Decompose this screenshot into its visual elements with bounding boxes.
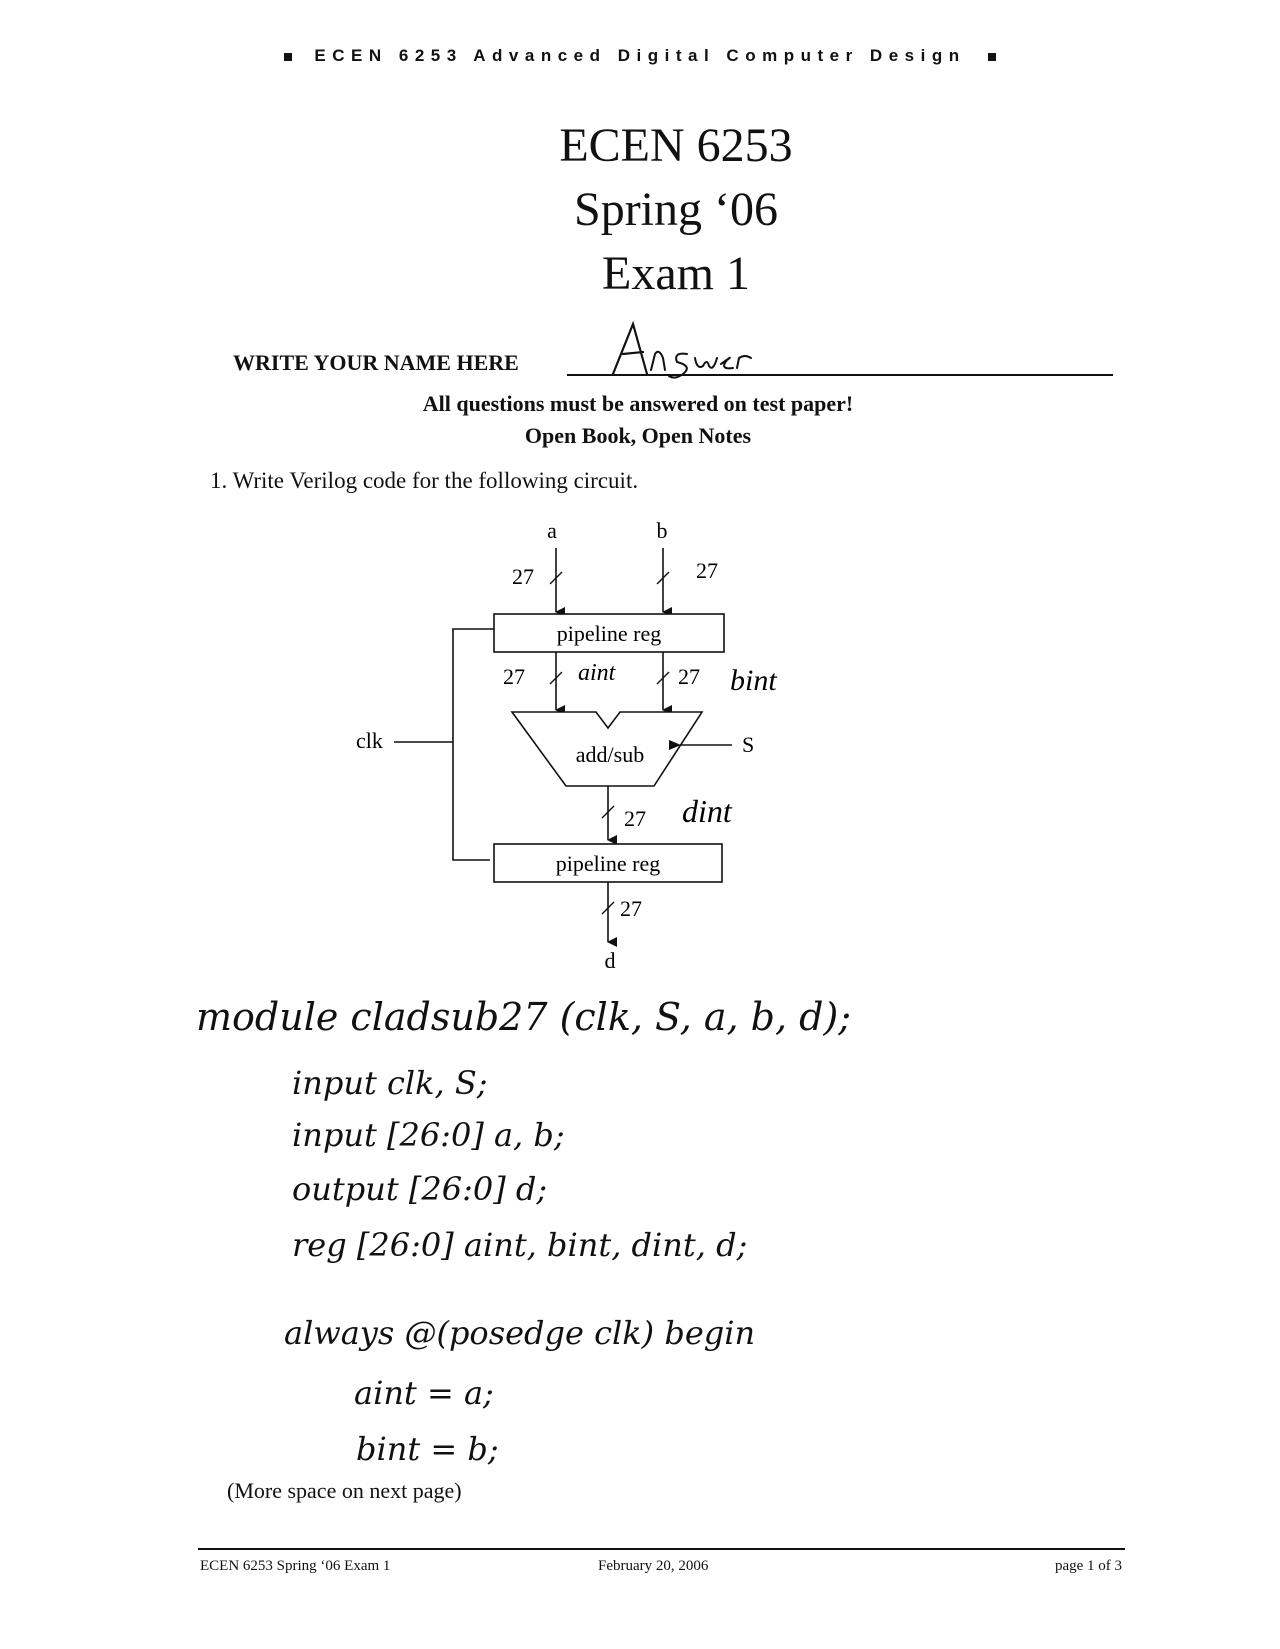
bus-slash-bint	[656, 671, 670, 685]
square-bullet-icon	[987, 52, 996, 61]
footer-date: February 20, 2006	[598, 1558, 709, 1574]
term-title: Spring ‘06	[574, 183, 778, 236]
input-a-label: a	[547, 518, 557, 543]
name-underline	[567, 374, 1113, 376]
pipeline-reg-top-label: pipeline reg	[557, 621, 661, 646]
width-a-label: 27	[512, 564, 534, 589]
width-aint-label: 27	[503, 664, 525, 689]
answer-line-8: bint = b;	[356, 1430, 499, 1468]
header-banner: ECEN 6253 Advanced Digital Computer Desi…	[0, 46, 1280, 66]
bus-slash-d	[601, 901, 615, 915]
footer-page-number: page 1 of 3	[1054, 1558, 1122, 1574]
pipeline-reg-bottom-label: pipeline reg	[556, 851, 660, 876]
name-label: WRITE YOUR NAME HERE	[233, 350, 519, 375]
bint-label: bint	[730, 664, 777, 697]
course-title: ECEN 6253	[559, 119, 793, 172]
name-row: WRITE YOUR NAME HERE	[233, 318, 1113, 382]
input-b-label: b	[657, 518, 668, 543]
width-d-label: 27	[620, 896, 642, 921]
answer-line-4: output [26:0] d;	[292, 1170, 547, 1208]
course-banner-text: ECEN 6253 Advanced Digital Computer Desi…	[314, 46, 966, 65]
more-space-note: (More space on next page)	[227, 1478, 462, 1503]
dint-label: dint	[682, 793, 733, 829]
exam-number: Exam 1	[602, 247, 750, 300]
instruction-line-2: Open Book, Open Notes	[524, 423, 752, 448]
bus-slash-b	[656, 571, 670, 585]
width-b-label: 27	[696, 558, 718, 583]
add-sub-label: add/sub	[576, 742, 644, 767]
pipeline-reg-top	[493, 613, 725, 653]
bus-slash-aint	[549, 671, 563, 685]
footer-exam-label: ECEN 6253 Spring ‘06 Exam 1	[200, 1558, 391, 1574]
clk-label: clk	[356, 728, 383, 753]
answer-line-2: input clk, S;	[292, 1064, 488, 1102]
bus-slash-a	[549, 571, 563, 585]
footer-divider	[198, 1548, 1125, 1550]
output-d-label: d	[605, 948, 616, 973]
answer-line-6: always @(posedge clk) begin	[284, 1314, 755, 1352]
bus-slash-dint	[601, 805, 615, 819]
question-1: 1. Write Verilog code for the following …	[210, 468, 639, 493]
answer-line-1: module cladsub27 (clk, S, a, b, d);	[196, 995, 851, 1039]
answer-line-3: input [26:0] a, b;	[292, 1116, 565, 1154]
width-dint-label: 27	[624, 806, 646, 831]
clk-wire	[452, 628, 494, 861]
answer-line-5: reg [26:0] aint, bint, dint, d;	[292, 1226, 747, 1264]
square-bullet-icon	[284, 52, 293, 61]
exam-title: ECEN 6253 Spring ‘06 Exam 1	[0, 114, 1280, 306]
width-bint-label: 27	[678, 664, 700, 689]
aint-label: aint	[578, 660, 617, 686]
answer-line-7: aint = a;	[354, 1374, 494, 1412]
instruction-line-1: All questions must be answered on test p…	[422, 391, 854, 416]
add-sub-unit	[510, 711, 704, 787]
select-label: S	[742, 732, 754, 757]
exam-instructions: All questions must be answered on test p…	[233, 388, 1043, 452]
handwritten-name-signature	[611, 320, 752, 379]
